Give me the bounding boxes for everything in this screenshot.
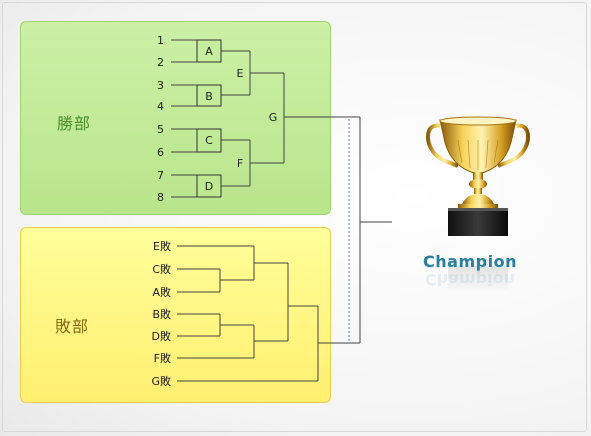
loser-entry-label: E敗 [153,239,171,253]
champion-label-reflection: Champion [425,270,515,289]
match-b-label: B [205,90,213,103]
seed-3-label: 3 [157,79,164,92]
winners-bracket-panel [20,21,331,215]
match-box-a [196,39,222,63]
losers-bracket-panel [20,227,331,403]
match-e-label: E [237,67,244,80]
seed-6-label: 6 [157,146,164,159]
loser-entry-label: A敗 [152,285,171,299]
match-g-label: G [269,111,278,124]
losers-section-label: 敗部 [55,317,90,336]
loser-entry-label: G敗 [151,374,171,388]
match-box-c [196,128,222,153]
seed-4-label: 4 [157,100,164,113]
champion-label: Champion [423,252,517,271]
loser-entry-label: D敗 [152,329,171,343]
trophy-icon [418,108,538,298]
match-c-label: C [205,134,213,147]
match-f-label: F [237,157,243,170]
loser-entry-label: B敗 [152,307,171,321]
match-box-d [196,174,222,198]
seed-1-label: 1 [157,34,164,47]
seed-7-label: 7 [157,169,164,182]
match-d-label: D [205,180,213,193]
match-a-label: A [205,45,213,58]
seed-5-label: 5 [157,123,164,136]
match-boxes [196,39,222,198]
loser-entry-label: C敗 [152,262,171,276]
seed-2-label: 2 [157,56,164,69]
loser-entry-label: F敗 [154,351,171,365]
winners-section-label: 勝部 [57,114,92,133]
match-box-b [196,84,222,107]
seed-8-label: 8 [157,191,164,204]
diagram-frame [2,2,587,432]
